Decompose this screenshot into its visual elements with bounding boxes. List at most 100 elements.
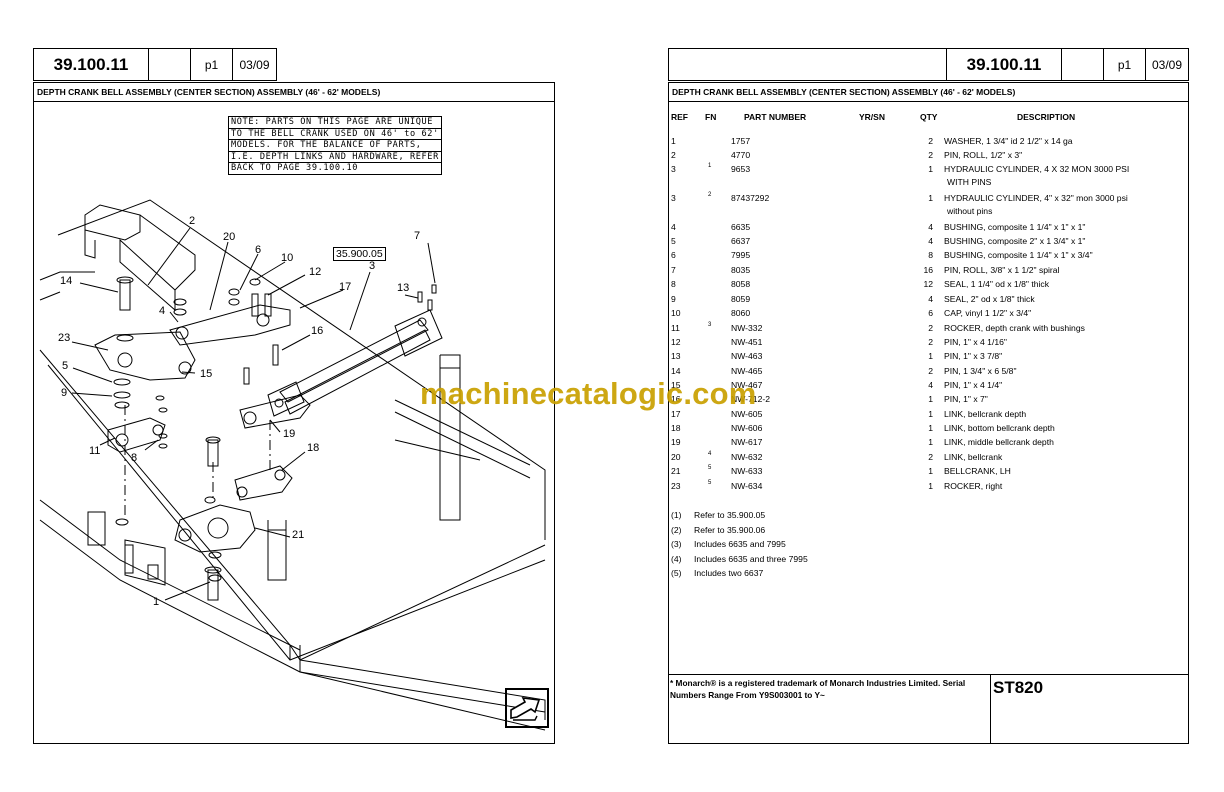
footnote-text: Refer to 35.900.06 xyxy=(694,525,766,535)
right-page-number: 39.100.11 xyxy=(946,48,1062,81)
footnote-num: (1) xyxy=(671,510,682,520)
callout-10: 10 xyxy=(281,252,294,264)
row-qty: 6 xyxy=(928,308,933,318)
right-blank-header xyxy=(668,48,947,81)
right-blank-cell xyxy=(1061,48,1104,81)
row-fn: 1 xyxy=(708,163,712,169)
row-part-number: 87437292 xyxy=(731,193,770,203)
row-qty: 4 xyxy=(928,236,933,246)
row-description: PIN, 1" x 4 1/16" xyxy=(944,337,1007,347)
row-part-number: NW-634 xyxy=(731,481,763,491)
row-description: PIN, 1" x 4 1/4" xyxy=(944,380,1003,390)
footnote-text: Refer to 35.900.05 xyxy=(694,510,766,520)
row-part-number: 8060 xyxy=(731,308,751,318)
col-part-number: PART NUMBER xyxy=(744,112,807,122)
row-ref: 19 xyxy=(671,437,681,447)
right-title: DEPTH CRANK BELL ASSEMBLY (CENTER SECTIO… xyxy=(668,82,1189,102)
row-ref: 20 xyxy=(671,452,681,462)
note-line: NOTE: PARTS ON THIS PAGE ARE UNIQUE xyxy=(228,116,442,129)
row-description: SEAL, 2" od x 1/8" thick xyxy=(944,294,1035,304)
callout-21: 21 xyxy=(292,529,305,541)
row-part-number: NW-606 xyxy=(731,423,763,433)
row-part-number: NW-617 xyxy=(731,437,763,447)
row-description: PIN, ROLL, 1/2" x 3" xyxy=(944,150,1023,160)
row-qty: 16 xyxy=(923,265,933,275)
callout-13: 13 xyxy=(397,282,410,294)
row-description: SEAL, 1 1/4" od x 1/8" thick xyxy=(944,279,1049,289)
col-description: DESCRIPTION xyxy=(1017,112,1076,122)
row-description: PIN, 1" x 7" xyxy=(944,394,988,404)
catalog-code: ST820 xyxy=(993,678,1044,697)
row-qty: 1 xyxy=(928,481,933,491)
row-ref: 5 xyxy=(671,236,676,246)
row-qty: 1 xyxy=(928,423,933,433)
row-part-number: 1757 xyxy=(731,136,751,146)
left-date: 03/09 xyxy=(232,48,277,81)
row-description: BUSHING, composite 1 1/4" x 1" x 3/4" xyxy=(944,250,1093,260)
exit-arrow-icon[interactable] xyxy=(505,688,549,728)
row-part-number: 6635 xyxy=(731,222,751,232)
row-part-number: NW-632 xyxy=(731,452,763,462)
row-ref: 11 xyxy=(671,323,680,333)
row-ref: 3 xyxy=(671,164,676,174)
footnote-num: (4) xyxy=(671,554,682,564)
row-qty: 2 xyxy=(928,136,933,146)
left-page-number: 39.100.11 xyxy=(33,48,149,81)
row-description: ROCKER, right xyxy=(944,481,1003,491)
callout-3: 3 xyxy=(369,260,376,272)
callout-11: 11 xyxy=(89,445,101,457)
row-part-number: 4770 xyxy=(731,150,751,160)
row-part-number: NW-467 xyxy=(731,380,763,390)
cross-reference-box[interactable]: 35.900.05 xyxy=(333,247,386,261)
callout-9: 9 xyxy=(61,387,68,399)
drawing-frame xyxy=(33,101,555,744)
watermark-text: machinecatalogic.com xyxy=(420,376,757,411)
row-description: CAP, vinyl 1 1/2" x 3/4" xyxy=(944,308,1032,318)
row-fn: 4 xyxy=(708,451,712,457)
row-description: PIN, ROLL, 3/8" x 1 1/2" spiral xyxy=(944,265,1060,275)
row-ref: 16 xyxy=(671,394,681,404)
callout-19: 19 xyxy=(283,428,296,440)
footnote-text: Includes two 6637 xyxy=(694,568,764,578)
row-part-number: NW-633 xyxy=(731,466,763,476)
callout-17: 17 xyxy=(339,281,352,293)
row-ref: 15 xyxy=(671,380,681,390)
row-description: BUSHING, composite 1 1/4" x 1" x 1" xyxy=(944,222,1086,232)
col-ref: REF xyxy=(671,112,688,122)
row-ref: 2 xyxy=(671,150,676,160)
footnote-text: Includes 6635 and three 7995 xyxy=(694,554,808,564)
drawing-note: NOTE: PARTS ON THIS PAGE ARE UNIQUE TO T… xyxy=(228,116,442,175)
col-fn: FN xyxy=(705,112,717,122)
note-line: TO THE BELL CRANK USED ON 46' to 62' xyxy=(228,128,442,141)
callout-2: 2 xyxy=(189,215,196,227)
row-description: PIN, 1" x 3 7/8" xyxy=(944,351,1003,361)
row-part-number: NW-332 xyxy=(731,323,763,333)
row-description: LINK, bellcrank xyxy=(944,452,1003,462)
callout-1: 1 xyxy=(153,596,160,608)
callout-12: 12 xyxy=(309,266,322,278)
row-qty: 12 xyxy=(923,279,933,289)
row-ref: 12 xyxy=(671,337,681,347)
row-qty: 4 xyxy=(928,294,933,304)
row-part-number: NW-712-2 xyxy=(731,394,771,404)
row-fn: 5 xyxy=(708,480,712,486)
callout-15: 15 xyxy=(200,368,213,380)
row-qty: 2 xyxy=(928,150,933,160)
row-part-number: 8035 xyxy=(731,265,751,275)
table-row: 2 4770 2 PIN, ROLL, 1/2" x 3" xyxy=(671,150,1181,164)
col-qty: QTY xyxy=(920,112,938,122)
row-ref: 8 xyxy=(671,279,676,289)
callout-4: 4 xyxy=(159,305,166,317)
row-part-number: NW-451 xyxy=(731,337,763,347)
callout-7: 7 xyxy=(414,230,421,242)
callout-16: 16 xyxy=(311,325,324,337)
